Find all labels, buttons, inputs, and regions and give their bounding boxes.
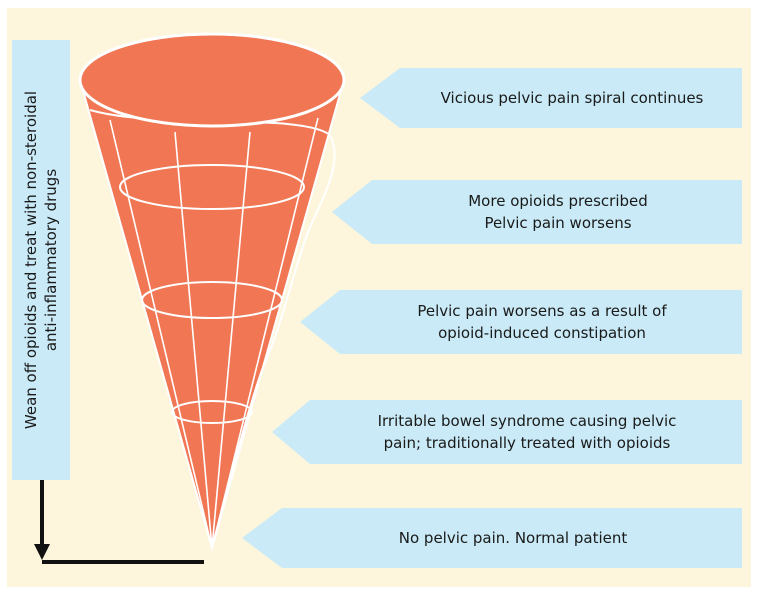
callout-1: Vicious pelvic pain spiral continues: [402, 68, 742, 128]
side-label-line-2: anti-inflammatory drugs: [41, 169, 61, 351]
callout-4-line-2: pain; traditionally treated with opioids: [384, 432, 671, 454]
callout-5-line-1: No pelvic pain. Normal patient: [399, 527, 628, 549]
callout-5: No pelvic pain. Normal patient: [284, 508, 742, 568]
callout-4: Irritable bowel syndrome causing pelvic …: [312, 400, 742, 464]
arrow-head: [34, 544, 50, 560]
side-label-line-1: Wean off opioids and treat with non-ster…: [21, 91, 41, 429]
callout-2: More opioids prescribed Pelvic pain wors…: [374, 180, 742, 244]
callout-3: Pelvic pain worsens as a result of opioi…: [342, 290, 742, 354]
side-label: Wean off opioids and treat with non-ster…: [12, 40, 70, 480]
callout-2-line-2: Pelvic pain worsens: [484, 212, 631, 234]
cone-top-ellipse: [80, 34, 344, 126]
wean-off-arrow: [34, 480, 204, 562]
callout-4-line-1: Irritable bowel syndrome causing pelvic: [378, 410, 677, 432]
callout-3-line-2: opioid-induced constipation: [438, 322, 646, 344]
callout-3-line-1: Pelvic pain worsens as a result of: [417, 300, 666, 322]
callout-2-line-1: More opioids prescribed: [468, 190, 648, 212]
callout-1-line-1: Vicious pelvic pain spiral continues: [441, 87, 704, 109]
pain-spiral-cone: [80, 80, 344, 548]
